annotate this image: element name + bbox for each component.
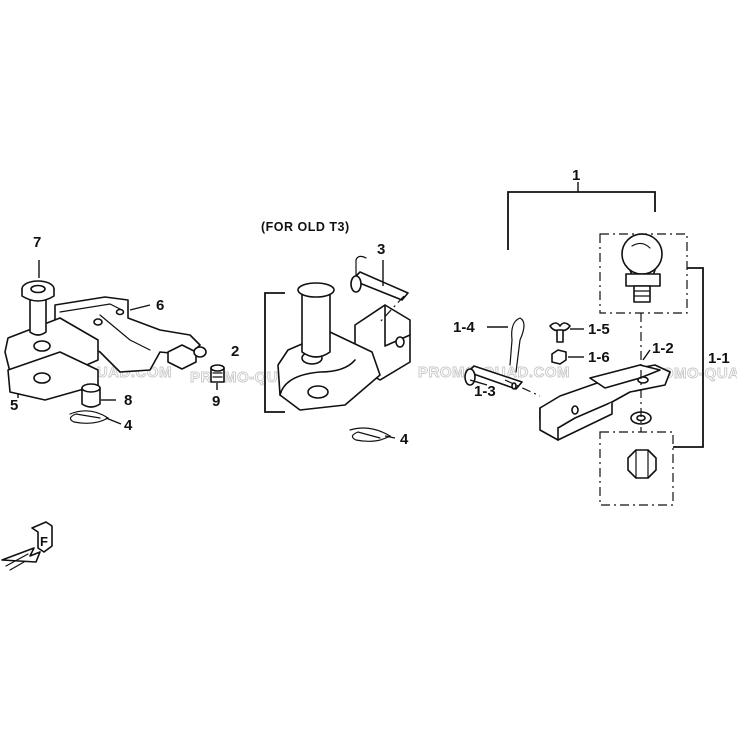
callout-8: 8 xyxy=(124,392,132,409)
callout-4-left: 4 xyxy=(124,417,133,434)
cap-8 xyxy=(81,383,101,408)
lock-washer-and-nut xyxy=(627,411,657,479)
callout-7: 7 xyxy=(33,234,41,251)
callout-1-6: 1-6 xyxy=(588,349,610,366)
callout-1-2: 1-2 xyxy=(652,340,674,357)
hitch-pin-7 xyxy=(21,280,55,336)
middle-hitch-assembly xyxy=(277,255,411,442)
ball-box xyxy=(599,233,688,314)
callout-1-4: 1-4 xyxy=(453,319,475,336)
clip-1-4 xyxy=(509,317,525,373)
locking-pin-3 xyxy=(350,255,409,323)
fastener-box xyxy=(599,431,674,506)
callout-2: 2 xyxy=(231,343,239,360)
right-hitch-assembly xyxy=(464,233,688,506)
callout-1: 1 xyxy=(572,167,580,184)
callout-1-5: 1-5 xyxy=(588,321,610,338)
callout-1-3: 1-3 xyxy=(474,383,496,400)
wing-bolt-1-5 xyxy=(549,322,571,343)
hitch-ball xyxy=(621,233,663,303)
callout-6: 6 xyxy=(156,297,164,314)
callout-3: 3 xyxy=(377,241,385,258)
front-direction-marker: F xyxy=(1,521,53,571)
nut-1-6 xyxy=(551,349,567,365)
clevis-pin xyxy=(297,282,335,358)
bolt-9 xyxy=(210,364,225,383)
r-clip-middle xyxy=(349,427,392,442)
spacer-collar xyxy=(167,344,207,370)
r-clip-left xyxy=(69,410,110,424)
front-marker-letter: F xyxy=(40,534,48,549)
leader-lines xyxy=(17,182,704,448)
callout-5: 5 xyxy=(10,397,18,414)
callout-4-middle: 4 xyxy=(400,431,409,448)
for-old-t3-note: (FOR OLD T3) xyxy=(261,220,350,234)
callout-labels: (FOR OLD T3) 7 6 5 8 4 9 3 2 4 1 1-4 1-5… xyxy=(10,167,730,448)
left-hitch-assembly xyxy=(4,280,225,424)
callout-9: 9 xyxy=(212,393,220,410)
callout-1-1: 1-1 xyxy=(708,350,730,367)
